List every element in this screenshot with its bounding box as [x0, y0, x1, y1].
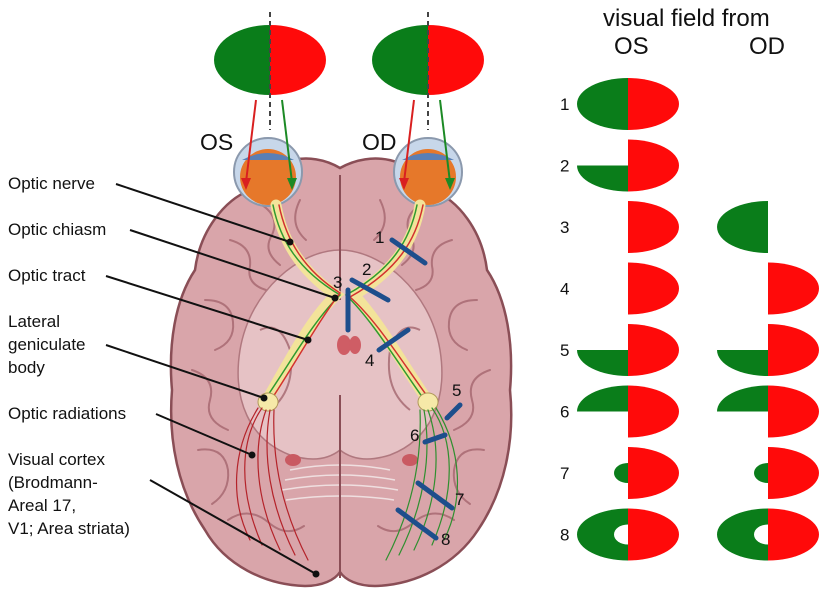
lesion-label-1: 1 [375, 228, 384, 247]
vf-row-label: 7 [560, 464, 569, 483]
right-eye [394, 138, 462, 206]
vf-os-field-5 [577, 324, 679, 376]
right-eye-label: OD [362, 129, 397, 155]
panel-title: visual field from [603, 5, 770, 32]
visual-field-rows: 1 2 3 4 5 6 7 8 [560, 78, 819, 561]
vf-os-field-2 [577, 140, 679, 192]
label-optic-radiations: Optic radiations [8, 404, 126, 423]
label-optic-nerve: Optic nerve [8, 174, 95, 193]
visual-field-panel: visual field from OS OD 1 2 3 4 5 6 7 8 [560, 5, 819, 561]
left-eye-label: OS [200, 129, 233, 155]
vf-od-field-5 [717, 324, 819, 376]
vf-row-label: 2 [560, 157, 569, 176]
label-visual-cortex-line-2: (Brodmann- [8, 473, 98, 492]
vf-od-field-3 [717, 201, 768, 253]
label-visual-cortex-line-3: Areal 17, [8, 496, 76, 515]
vf-od-field-7 [754, 447, 819, 499]
lesion-label-7: 7 [455, 490, 464, 509]
vf-row-label: 3 [560, 218, 569, 237]
vf-row-label: 6 [560, 403, 569, 422]
label-optic-chiasm: Optic chiasm [8, 220, 106, 239]
vf-od-field-8 [717, 509, 819, 561]
label-visual-cortex-line-1: Visual cortex [8, 450, 106, 469]
vf-od-field-4 [768, 263, 819, 315]
lesion-label-8: 8 [441, 530, 450, 549]
anatomy-labels: Optic nerve Optic chiasm Optic tract Lat… [8, 174, 130, 538]
label-lgb-line-3: body [8, 358, 45, 377]
label-visual-cortex-line-4: V1; Area striata) [8, 519, 130, 538]
label-optic-tract: Optic tract [8, 266, 86, 285]
vf-os-field-3 [628, 201, 679, 253]
label-lgb-line-2: geniculate [8, 335, 86, 354]
vf-os-field-8 [577, 509, 679, 561]
lesion-label-2: 2 [362, 260, 371, 279]
vf-row-label: 8 [560, 526, 569, 545]
lesion-label-4: 4 [365, 351, 374, 370]
vf-row-label: 4 [560, 280, 569, 299]
vf-os-field-1 [577, 78, 679, 130]
label-lgb-line-1: Lateral [8, 312, 60, 331]
vf-os-field-6 [577, 386, 679, 438]
vf-row-label: 5 [560, 341, 569, 360]
lesion-label-5: 5 [452, 381, 461, 400]
vf-od-field-6 [717, 386, 819, 438]
left-eye [234, 138, 302, 206]
panel-col-od: OD [749, 33, 785, 60]
vf-row-label: 1 [560, 95, 569, 114]
panel-col-os: OS [614, 33, 649, 60]
lesion-label-6: 6 [410, 426, 419, 445]
vf-os-field-4 [628, 263, 679, 315]
lesion-label-3: 3 [333, 273, 342, 292]
vf-os-field-7 [614, 447, 679, 499]
